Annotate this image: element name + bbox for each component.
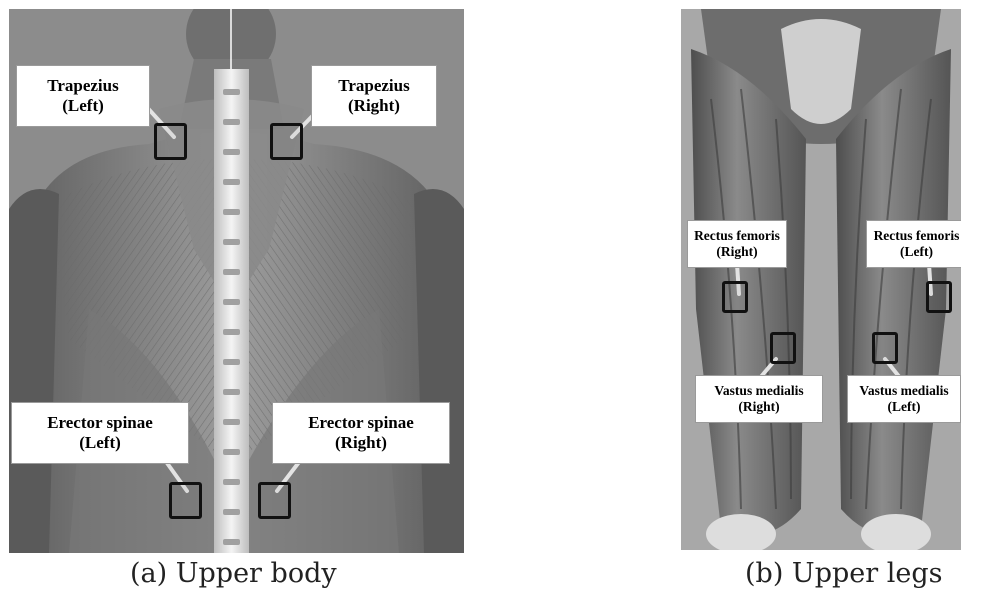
- sensor-vastus-medialis-left: [872, 332, 898, 364]
- label-name: Rectus femoris: [694, 228, 780, 244]
- label-name: Vastus medialis: [859, 383, 948, 399]
- label-side: (Right): [738, 399, 779, 415]
- label-name: Trapezius: [47, 76, 118, 96]
- sensor-erector-spinae-left: [169, 482, 202, 519]
- label-vastus-medialis-left: Vastus medialis (Left): [847, 375, 961, 423]
- label-vastus-medialis-right: Vastus medialis (Right): [695, 375, 823, 423]
- label-trapezius-left: Trapezius (Left): [16, 65, 150, 127]
- label-side: (Right): [716, 244, 757, 260]
- label-side: (Left): [888, 399, 921, 415]
- label-trapezius-right: Trapezius (Right): [311, 65, 437, 127]
- caption-upper-body: (a) Upper body: [130, 558, 337, 589]
- upper-body-image: Trapezius (Left) Trapezius (Right) Erect…: [9, 9, 464, 553]
- label-side: (Left): [79, 433, 121, 453]
- label-erector-spinae-right: Erector spinae (Right): [272, 402, 450, 464]
- label-rectus-femoris-right: Rectus femoris (Right): [687, 220, 787, 268]
- label-name: Erector spinae: [47, 413, 153, 433]
- label-erector-spinae-left: Erector spinae (Left): [11, 402, 189, 464]
- sensor-trapezius-right: [270, 123, 303, 160]
- upper-legs-image: Rectus femoris (Right) Rectus femoris (L…: [681, 9, 961, 550]
- label-side: (Left): [900, 244, 933, 260]
- label-side: (Right): [335, 433, 387, 453]
- label-name: Trapezius: [338, 76, 409, 96]
- label-side: (Right): [348, 96, 400, 116]
- sensor-rectus-femoris-left: [926, 281, 952, 313]
- caption-upper-legs: (b) Upper legs: [745, 558, 942, 589]
- label-name: Vastus medialis: [714, 383, 803, 399]
- upper-legs-muscle-illustration: [681, 9, 961, 550]
- label-name: Erector spinae: [308, 413, 414, 433]
- sensor-vastus-medialis-right: [770, 332, 796, 364]
- label-side: (Left): [62, 96, 104, 116]
- label-rectus-femoris-left: Rectus femoris (Left): [866, 220, 961, 268]
- sensor-trapezius-left: [154, 123, 187, 160]
- label-name: Rectus femoris: [874, 228, 960, 244]
- sensor-erector-spinae-right: [258, 482, 291, 519]
- sensor-rectus-femoris-right: [722, 281, 748, 313]
